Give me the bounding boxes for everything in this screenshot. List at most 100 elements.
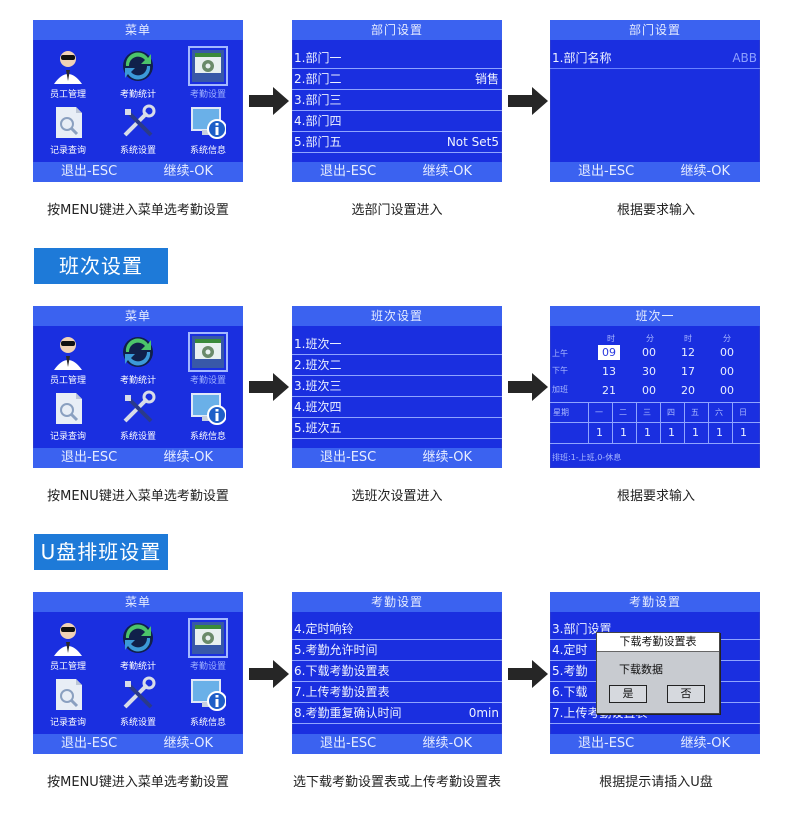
list-item[interactable]: 4.定时响铃 — [292, 619, 502, 640]
weekday-value[interactable]: 1 — [668, 426, 675, 439]
time-field[interactable]: 00 — [720, 346, 734, 359]
list-item[interactable]: 3.部门三 — [292, 90, 502, 111]
menu-item-records[interactable]: 记录查询 — [36, 104, 100, 156]
esc-key-label[interactable]: 退出-ESC — [578, 736, 635, 751]
list-item[interactable]: 3.班次三 — [292, 376, 502, 397]
arrow-right-icon — [508, 87, 548, 115]
time-field[interactable]: 00 — [720, 384, 734, 397]
list-item[interactable]: 7.上传考勤设置表 — [292, 682, 502, 703]
info-icon — [190, 676, 227, 712]
ok-key-label[interactable]: 继续-OK — [680, 736, 730, 751]
ok-key-label[interactable]: 继续-OK — [422, 450, 472, 465]
menu-item-staff[interactable]: 员工管理 — [36, 48, 100, 100]
menu-item-stats[interactable]: 考勤统计 — [106, 620, 170, 672]
attendance-list-title: 考勤设置 — [292, 592, 502, 612]
menu-item-staff[interactable]: 员工管理 — [36, 620, 100, 672]
esc-key-label[interactable]: 退出-ESC — [320, 164, 377, 179]
menu-item-attendance-settings[interactable]: 考勤设置 — [176, 46, 240, 100]
time-field[interactable]: 21 — [602, 384, 616, 397]
list-item[interactable]: 2.班次二 — [292, 355, 502, 376]
settings-icon — [188, 618, 228, 658]
ok-key-label[interactable]: 继续-OK — [163, 450, 213, 465]
list-item[interactable]: 4.班次四 — [292, 397, 502, 418]
ok-key-label[interactable]: 继续-OK — [422, 164, 472, 179]
softkey-bar: 退出-ESC 继续-OK — [550, 162, 760, 182]
esc-key-label[interactable]: 退出-ESC — [320, 736, 377, 751]
shift-edit-screen: 班次一 时 分 时 分 上午 09 00 12 00 下午 13 30 17 0… — [550, 306, 760, 468]
list-item[interactable]: 5.考勤允许时间 — [292, 640, 502, 661]
week-label: 星期 — [553, 408, 569, 417]
weekday-label: 五 — [691, 408, 699, 417]
arrow-right-icon — [508, 660, 548, 688]
weekday-value[interactable]: 1 — [692, 426, 699, 439]
time-field[interactable]: 17 — [681, 365, 695, 378]
time-field[interactable]: 09 — [598, 345, 620, 360]
time-field[interactable]: 12 — [681, 346, 695, 359]
time-field[interactable]: 20 — [681, 384, 695, 397]
time-field[interactable]: 30 — [642, 365, 656, 378]
menu-item-attendance-settings[interactable]: 考勤设置 — [176, 332, 240, 386]
menu-item-system-settings[interactable]: 系统设置 — [106, 676, 170, 728]
menu-item-system-settings[interactable]: 系统设置 — [106, 104, 170, 156]
caption: 按MENU键进入菜单选考勤设置 — [47, 775, 229, 790]
ok-key-label[interactable]: 继续-OK — [680, 164, 730, 179]
arrow-right-icon — [508, 373, 548, 401]
time-field[interactable]: 00 — [642, 384, 656, 397]
info-icon — [190, 390, 227, 426]
softkey-bar: 退出-ESC 继续-OK — [33, 162, 243, 182]
esc-key-label[interactable]: 退出-ESC — [320, 450, 377, 465]
list-item[interactable]: 4.部门四 — [292, 111, 502, 132]
menu-item-system-info[interactable]: 系统信息 — [176, 676, 240, 728]
document-icon — [50, 104, 86, 140]
settings-icon — [188, 46, 228, 86]
weekday-value[interactable]: 1 — [644, 426, 651, 439]
refresh-icon — [120, 620, 156, 656]
time-field[interactable]: 13 — [602, 365, 616, 378]
list-item[interactable]: 1.班次一 — [292, 334, 502, 355]
menu-item-system-settings[interactable]: 系统设置 — [106, 390, 170, 442]
esc-key-label[interactable]: 退出-ESC — [61, 736, 118, 751]
menu-item-stats[interactable]: 考勤统计 — [106, 334, 170, 386]
caption: 选部门设置进入 — [351, 203, 443, 218]
esc-key-label[interactable]: 退出-ESC — [61, 164, 118, 179]
caption: 根据要求输入 — [616, 489, 695, 504]
ok-key-label[interactable]: 继续-OK — [163, 736, 213, 751]
weekday-value[interactable]: 1 — [740, 426, 747, 439]
ok-key-label[interactable]: 继续-OK — [422, 736, 472, 751]
weekday-value[interactable]: 1 — [716, 426, 723, 439]
menu-item-attendance-settings[interactable]: 考勤设置 — [176, 618, 240, 672]
caption: 选班次设置进入 — [351, 489, 443, 504]
no-button[interactable]: 否 — [667, 685, 705, 703]
yes-button[interactable]: 是 — [609, 685, 647, 703]
weekday-value[interactable]: 1 — [620, 426, 627, 439]
weekday-label: 二 — [619, 408, 627, 417]
esc-key-label[interactable]: 退出-ESC — [61, 450, 118, 465]
user-icon — [50, 334, 86, 370]
list-item[interactable]: 5.班次五 — [292, 418, 502, 439]
row-label: 下午 — [552, 366, 568, 375]
menu-item-system-info[interactable]: 系统信息 — [176, 104, 240, 156]
dialog-message: 下载数据 — [619, 663, 663, 676]
settings-icon — [188, 332, 228, 372]
col-header: 时 — [684, 334, 692, 343]
dialog-title: 下载考勤设置表 — [597, 633, 719, 652]
list-item[interactable]: 1.部门一 — [292, 48, 502, 69]
menu-item-records[interactable]: 记录查询 — [36, 676, 100, 728]
list-item[interactable]: 6.下载考勤设置表 — [292, 661, 502, 682]
menu-item-system-info[interactable]: 系统信息 — [176, 390, 240, 442]
section-title-shift: 班次设置 — [34, 248, 168, 284]
ok-key-label[interactable]: 继续-OK — [163, 164, 213, 179]
shift-note: 排班:1-上班,0-休息 — [552, 453, 622, 462]
list-item[interactable]: 2.部门二销售 — [292, 69, 502, 90]
menu-item-staff[interactable]: 员工管理 — [36, 334, 100, 386]
weekday-value[interactable]: 1 — [596, 426, 603, 439]
time-field[interactable]: 00 — [720, 365, 734, 378]
time-field[interactable]: 00 — [642, 346, 656, 359]
esc-key-label[interactable]: 退出-ESC — [578, 164, 635, 179]
menu-item-stats[interactable]: 考勤统计 — [106, 48, 170, 100]
menu-title: 菜单 — [33, 592, 243, 612]
menu-item-records[interactable]: 记录查询 — [36, 390, 100, 442]
